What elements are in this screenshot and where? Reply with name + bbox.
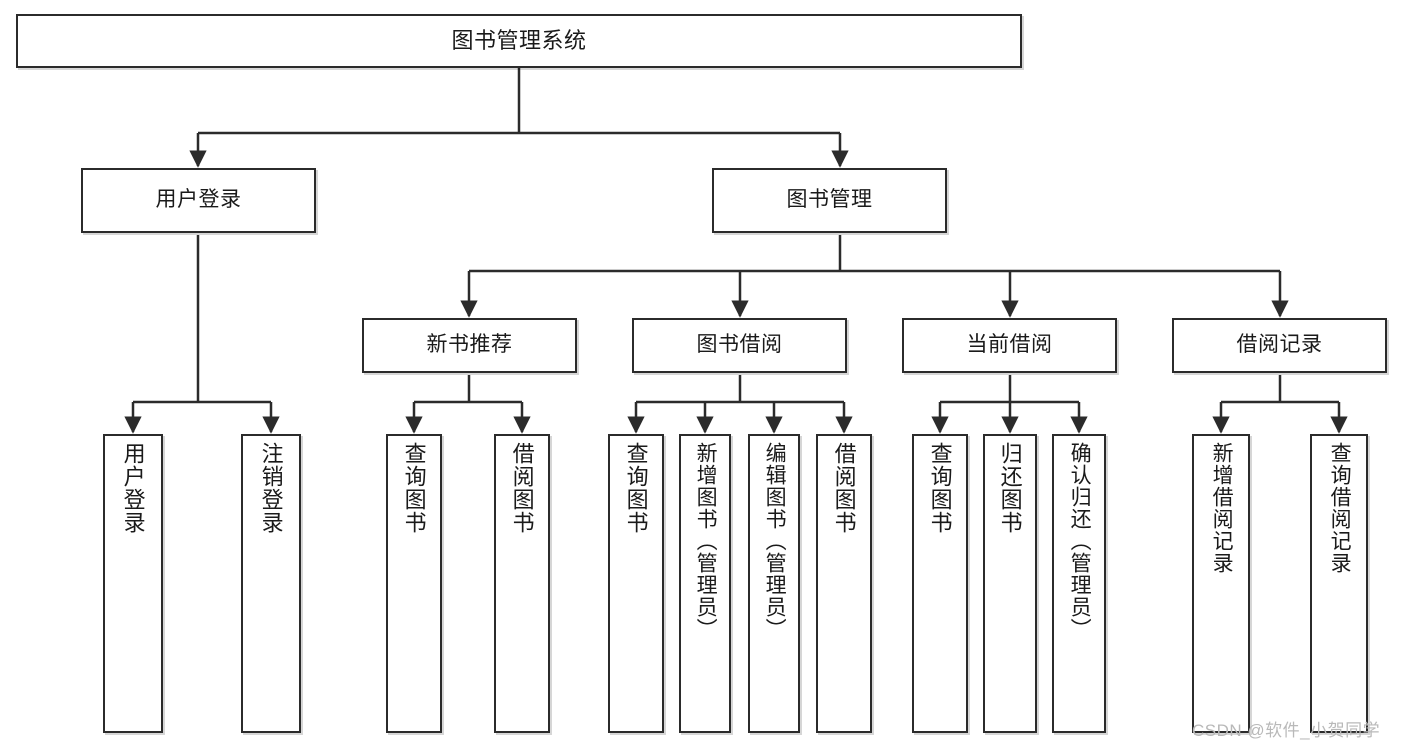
node-label: 用户登录 bbox=[120, 442, 146, 534]
node-label: 新书推荐 bbox=[426, 333, 513, 357]
node-label: 归还图书 bbox=[997, 442, 1023, 534]
leaf-user-login-signin[interactable]: 用户登录 bbox=[103, 434, 163, 733]
leaf-current-borrow-query[interactable]: 查询图书 bbox=[912, 434, 968, 733]
node-label: 图书管理 bbox=[786, 188, 873, 212]
node-label: 查询图书 bbox=[623, 442, 649, 534]
node-label: 借阅图书 bbox=[509, 442, 535, 534]
leaf-book-borrow-edit-admin[interactable]: 编辑图书（管理员） bbox=[748, 434, 800, 733]
node-label: 图书借阅 bbox=[696, 333, 783, 357]
leaf-book-borrow-add-admin[interactable]: 新增图书（管理员） bbox=[679, 434, 731, 733]
node-label: 查询图书 bbox=[401, 442, 427, 534]
node-user-login[interactable]: 用户登录 bbox=[81, 168, 316, 233]
node-label: 借阅记录 bbox=[1236, 333, 1323, 357]
node-label: 确认归还（管理员） bbox=[1068, 442, 1092, 640]
node-label: 借阅图书 bbox=[831, 442, 857, 534]
node-label: 当前借阅 bbox=[966, 333, 1053, 357]
node-label: 编辑图书（管理员） bbox=[763, 442, 787, 640]
leaf-user-login-signout[interactable]: 注销登录 bbox=[241, 434, 301, 733]
node-label: 图书管理系统 bbox=[451, 28, 587, 54]
leaf-book-borrow-borrow[interactable]: 借阅图书 bbox=[816, 434, 872, 733]
node-root-book-management-system[interactable]: 图书管理系统 bbox=[16, 14, 1022, 68]
node-borrow-record[interactable]: 借阅记录 bbox=[1172, 318, 1387, 373]
leaf-borrow-record-query[interactable]: 查询借阅记录 bbox=[1310, 434, 1368, 733]
node-label: 新增图书（管理员） bbox=[694, 442, 718, 640]
node-new-book-recommend[interactable]: 新书推荐 bbox=[362, 318, 577, 373]
node-book-management[interactable]: 图书管理 bbox=[712, 168, 947, 233]
leaf-book-borrow-query[interactable]: 查询图书 bbox=[608, 434, 664, 733]
node-label: 新增借阅记录 bbox=[1210, 442, 1234, 574]
node-label: 查询借阅记录 bbox=[1328, 442, 1352, 574]
leaf-new-book-borrow[interactable]: 借阅图书 bbox=[494, 434, 550, 733]
leaf-current-borrow-confirm-admin[interactable]: 确认归还（管理员） bbox=[1052, 434, 1106, 733]
node-label: 注销登录 bbox=[258, 442, 284, 534]
node-book-borrow[interactable]: 图书借阅 bbox=[632, 318, 847, 373]
node-current-borrow[interactable]: 当前借阅 bbox=[902, 318, 1117, 373]
leaf-current-borrow-return[interactable]: 归还图书 bbox=[983, 434, 1037, 733]
leaf-new-book-query[interactable]: 查询图书 bbox=[386, 434, 442, 733]
leaf-borrow-record-add[interactable]: 新增借阅记录 bbox=[1192, 434, 1250, 733]
csdn-watermark: CSDN @软件_小贺同学 bbox=[1192, 721, 1381, 740]
node-label: 查询图书 bbox=[927, 442, 953, 534]
node-label: 用户登录 bbox=[155, 188, 242, 212]
